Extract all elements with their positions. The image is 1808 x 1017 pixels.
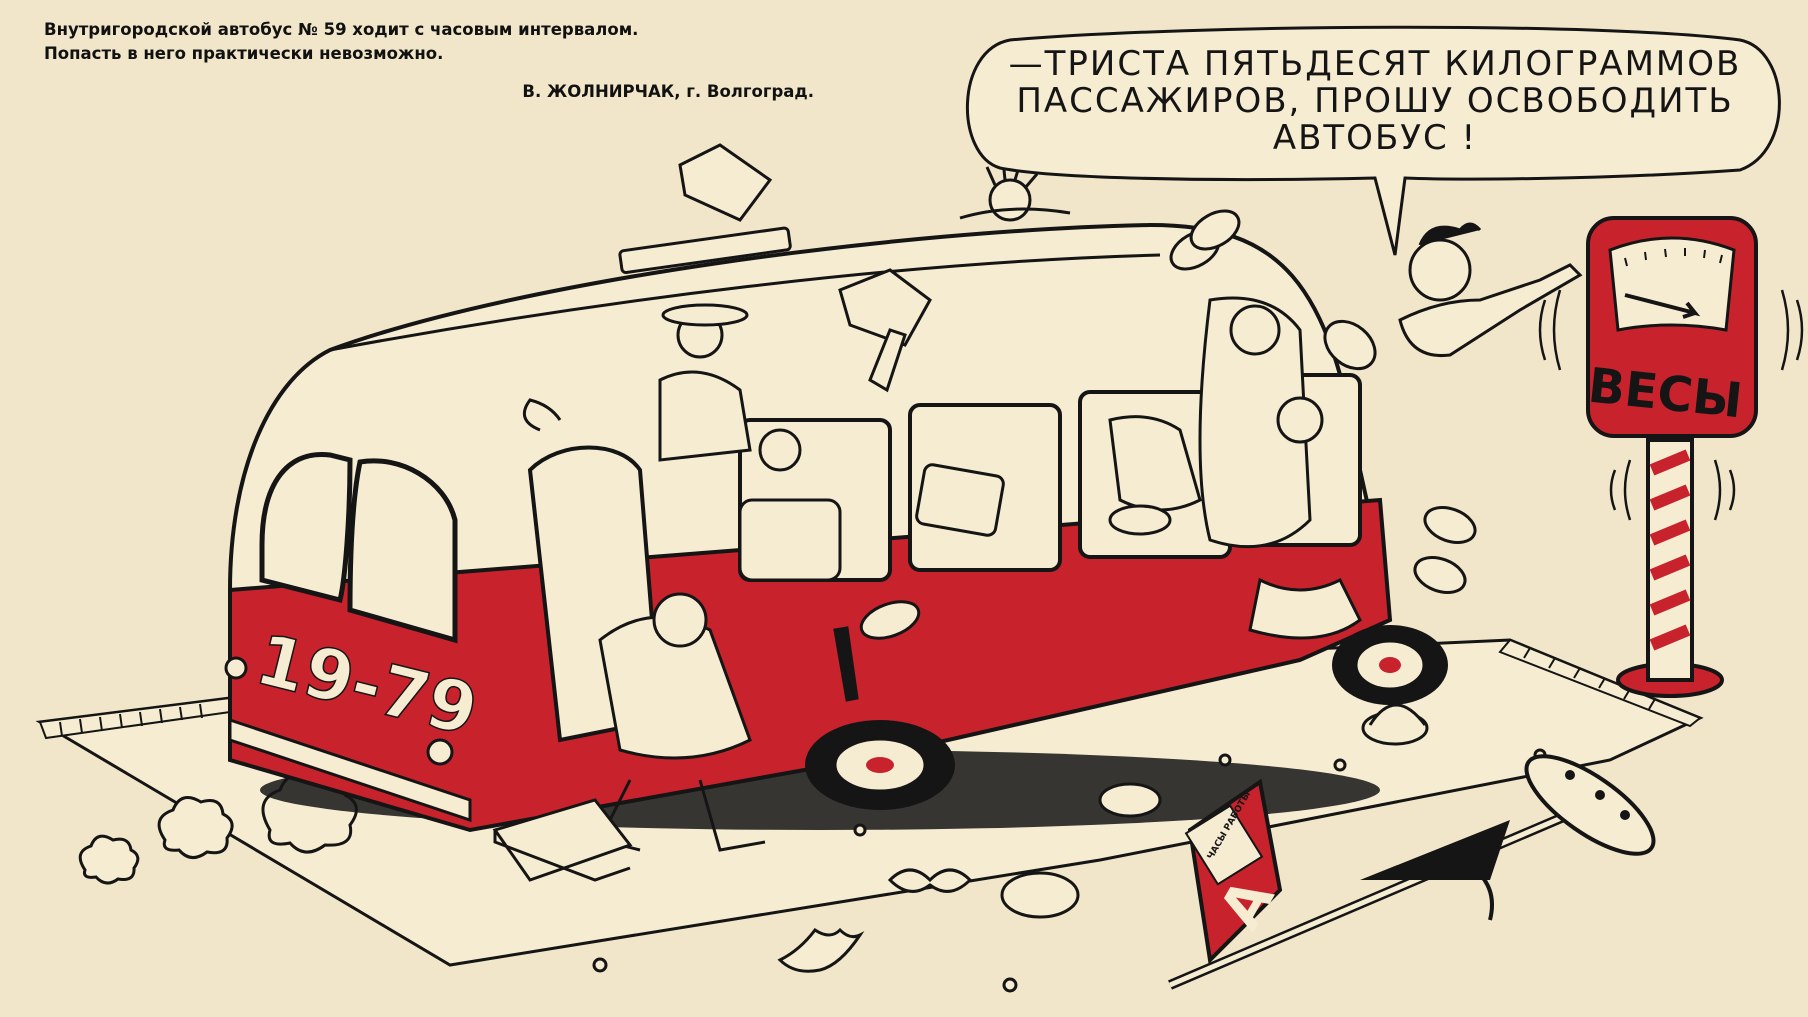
vibration-marks — [1538, 289, 1804, 521]
road-debris — [492, 703, 1547, 993]
windshield-left — [259, 451, 353, 604]
dropped-shoe-2 — [1098, 782, 1162, 818]
dropped-glasses — [887, 868, 973, 893]
window-suitcase — [738, 498, 842, 582]
dropped-glove — [777, 927, 865, 973]
wheel-front — [805, 720, 955, 810]
roof-luggage-board — [618, 226, 792, 274]
scale-dial — [1608, 236, 1736, 332]
windshield-right — [347, 458, 458, 644]
bus-body-red — [228, 497, 1393, 833]
window-bag — [915, 463, 1005, 537]
passengers — [522, 143, 1583, 852]
passenger-window-head — [758, 428, 802, 472]
dropped-briefcase — [492, 798, 633, 882]
dangling-shoes — [1169, 209, 1477, 594]
roof-passenger-head — [988, 178, 1032, 222]
caption-block: Внутригородской автобус № 59 ходит с час… — [44, 18, 814, 104]
bus: 19-79 — [224, 222, 1448, 833]
scale-needle — [1624, 293, 1701, 319]
headlight-left — [224, 656, 248, 680]
falling-passenger-coat — [598, 615, 752, 760]
wheel-rear — [1332, 625, 1448, 705]
roof-parcel — [678, 143, 773, 222]
weighing-scale: ВЕСЫ — [1538, 216, 1804, 698]
caption-author: В. ЖОЛНИРЧАК, г. Волгоград. — [522, 82, 814, 101]
speech-line-2: ПАССАЖИРОВ, ПРОШУ ОСВОБОДИТЬ — [1016, 81, 1734, 121]
driver-arm — [1398, 263, 1583, 358]
held-parcel — [838, 268, 932, 347]
bus-stop-sign: ЧАСЫ РАБОТЫ А — [1168, 754, 1656, 990]
driver-head — [1408, 238, 1472, 302]
rear-door-crowd — [1198, 296, 1312, 549]
speech-line-3: АВТОБУС ! — [1272, 118, 1478, 158]
front-bumper — [228, 717, 472, 823]
headlight-right — [426, 738, 454, 766]
speech-bubble — [965, 25, 1781, 256]
sign-base-disk — [1524, 754, 1656, 856]
caption-line-1: Внутригородской автобус № 59 ходит с час… — [44, 20, 639, 39]
caption-line-2: Попасть в него практически невозможно. — [44, 44, 444, 63]
speech-line-1: —ТРИСТА ПЯТЬДЕСЯТ КИЛОГРАММОВ — [1008, 44, 1742, 84]
sign-shadow — [1360, 820, 1510, 880]
dropped-shoe — [1000, 871, 1080, 919]
curb-right — [1498, 638, 1702, 728]
speech-text: —ТРИСТА ПЯТЬДЕСЯТ КИЛОГРАММОВ ПАССАЖИРОВ… — [985, 46, 1765, 157]
roof-line — [329, 253, 1161, 352]
falling-passenger-head — [652, 592, 708, 648]
